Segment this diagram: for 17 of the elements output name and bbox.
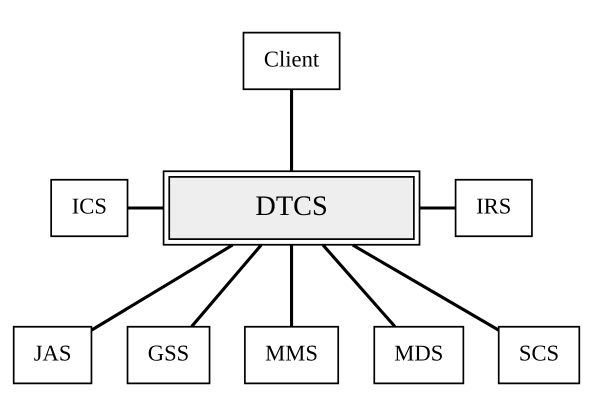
node-box: JAS [12,325,92,384]
node-box: ICS [50,178,128,237]
connector [420,206,456,210]
node-box: SCS [498,325,580,384]
node-box: IRS [454,178,533,237]
connector [322,244,396,328]
connector [352,243,500,331]
connector [90,243,234,331]
node-box: GSS [126,325,210,384]
connector [290,88,294,170]
node-box: MMS [244,325,340,384]
connector [190,244,262,328]
node-box: DTCS [162,170,420,246]
connector [128,206,164,210]
node-box: MDS [373,325,464,384]
connector [290,244,294,326]
node-box: Client [242,31,340,90]
